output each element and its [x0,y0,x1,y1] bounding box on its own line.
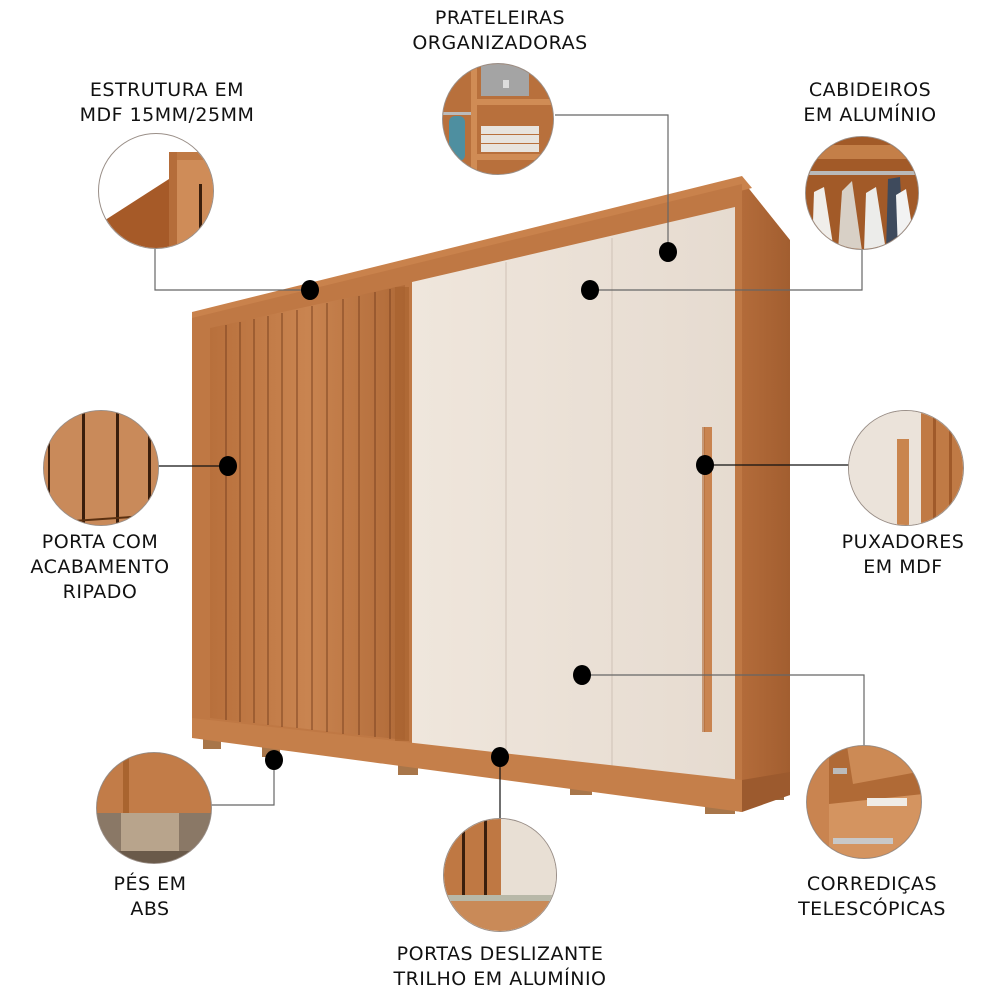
label-puxadores: PUXADORES EM MDF [841,531,965,578]
detail-portas-circle [443,818,557,932]
door-handle [704,427,712,732]
dot-corredicas [573,665,591,685]
label-porta-ripada: PORTA COM ACABAMENTO RIPADO [30,531,170,603]
label-estrutura: ESTRUTURA EM MDF 15MM/25MM [79,79,255,126]
dot-puxadores [696,455,714,475]
side-panel [740,180,790,808]
dot-prateleiras [659,242,677,262]
label-pes: PÉS EM ABS [113,873,187,920]
top-panel [192,176,752,330]
detail-corredicas-circle [806,745,922,859]
label-prateleiras: PRATELEIRAS ORGANIZADORAS [412,7,588,54]
white-doors [412,207,735,785]
detail-ripado-circle [43,410,159,526]
detail-cabideiros-circle [805,136,919,250]
dot-ripado [219,456,237,476]
dot-pes [265,750,283,770]
label-corredicas: CORREDIÇAS TELESCÓPICAS [798,873,946,920]
ripado-door [210,285,405,740]
bottom-plinth [192,718,742,812]
label-cabideiros: CABIDEIROS EM ALUMÍNIO [803,79,937,126]
feet [203,737,784,814]
detail-pes-circle [96,752,212,864]
detail-prateleiras-circle [442,63,554,175]
dot-estrutura [301,280,319,300]
detail-estrutura-circle [98,133,214,249]
dot-portas [491,747,509,767]
front-frame [192,184,742,812]
label-portas-deslizantes: PORTAS DESLIZANTE TRILHO EM ALUMÍNIO [393,943,607,990]
dot-cabideiros [581,280,599,300]
detail-puxadores-circle [848,410,964,526]
